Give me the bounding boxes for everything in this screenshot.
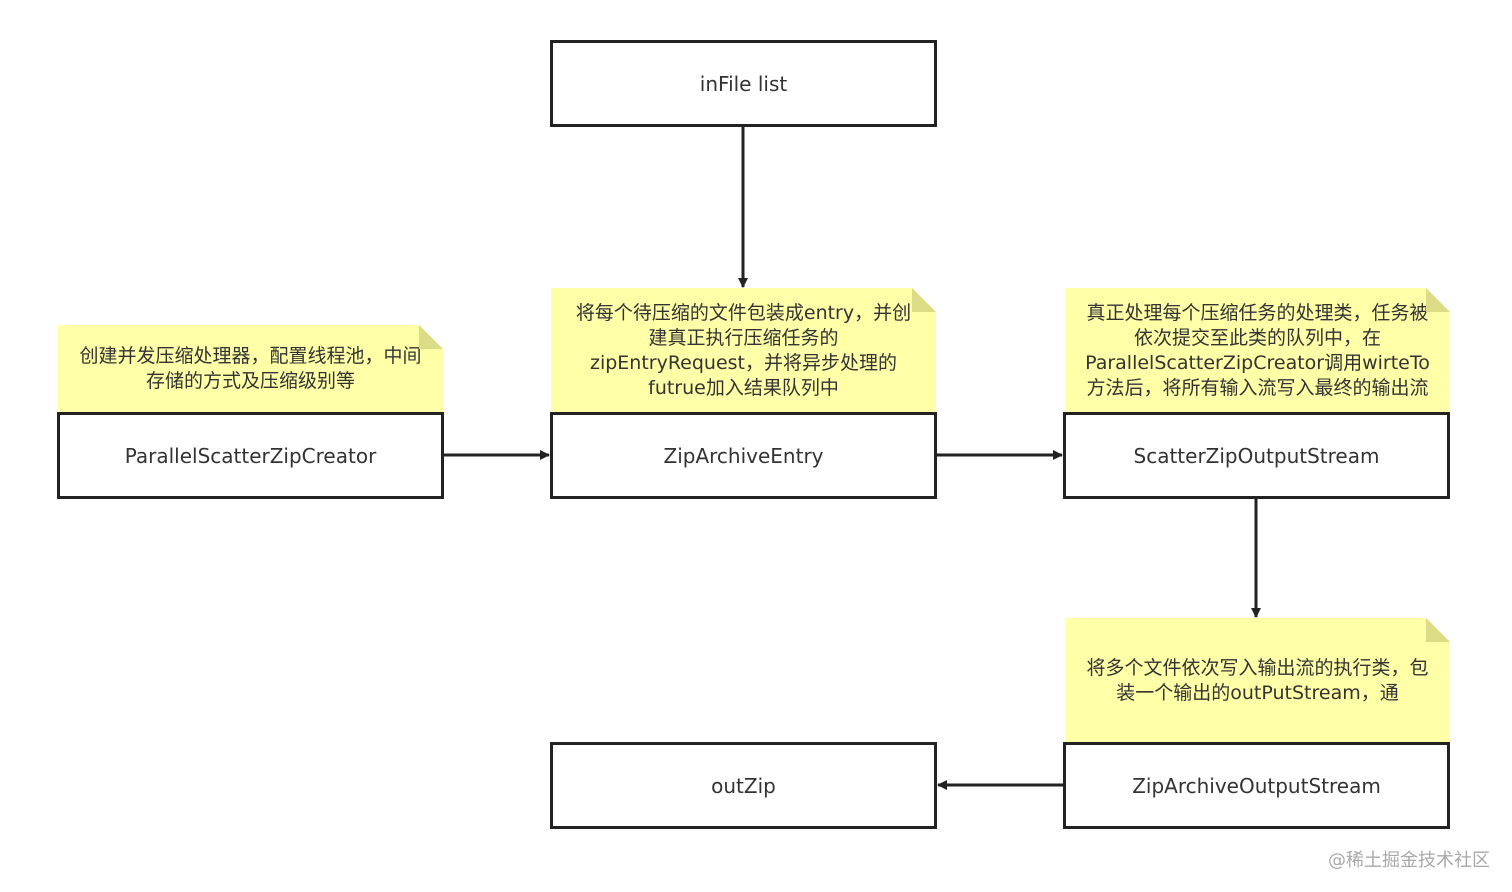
outzip-box: outZip	[550, 742, 937, 829]
creator-note: 创建并发压缩处理器，配置线程池，中间存储的方式及压缩级别等	[58, 325, 443, 413]
archive-output-note: 将多个文件依次写入输出流的执行类，包装一个输出的outPutStream，通	[1065, 618, 1450, 743]
zip-archive-entry-box: ZipArchiveEntry	[550, 412, 937, 499]
zip-archive-output-stream-box: ZipArchiveOutputStream	[1063, 742, 1450, 829]
scatter-note: 真正处理每个压缩任务的处理类，任务被依次提交至此类的队列中，在ParallelS…	[1065, 288, 1450, 413]
watermark: @稀土掘金技术社区	[1328, 850, 1490, 871]
entry-note: 将每个待压缩的文件包装成entry，并创建真正执行压缩任务的zipEntryRe…	[551, 288, 936, 413]
parallel-scatter-zip-creator-box: ParallelScatterZipCreator	[57, 412, 444, 499]
infile-list-box: inFile list	[550, 40, 937, 127]
scatter-zip-output-stream-box: ScatterZipOutputStream	[1063, 412, 1450, 499]
